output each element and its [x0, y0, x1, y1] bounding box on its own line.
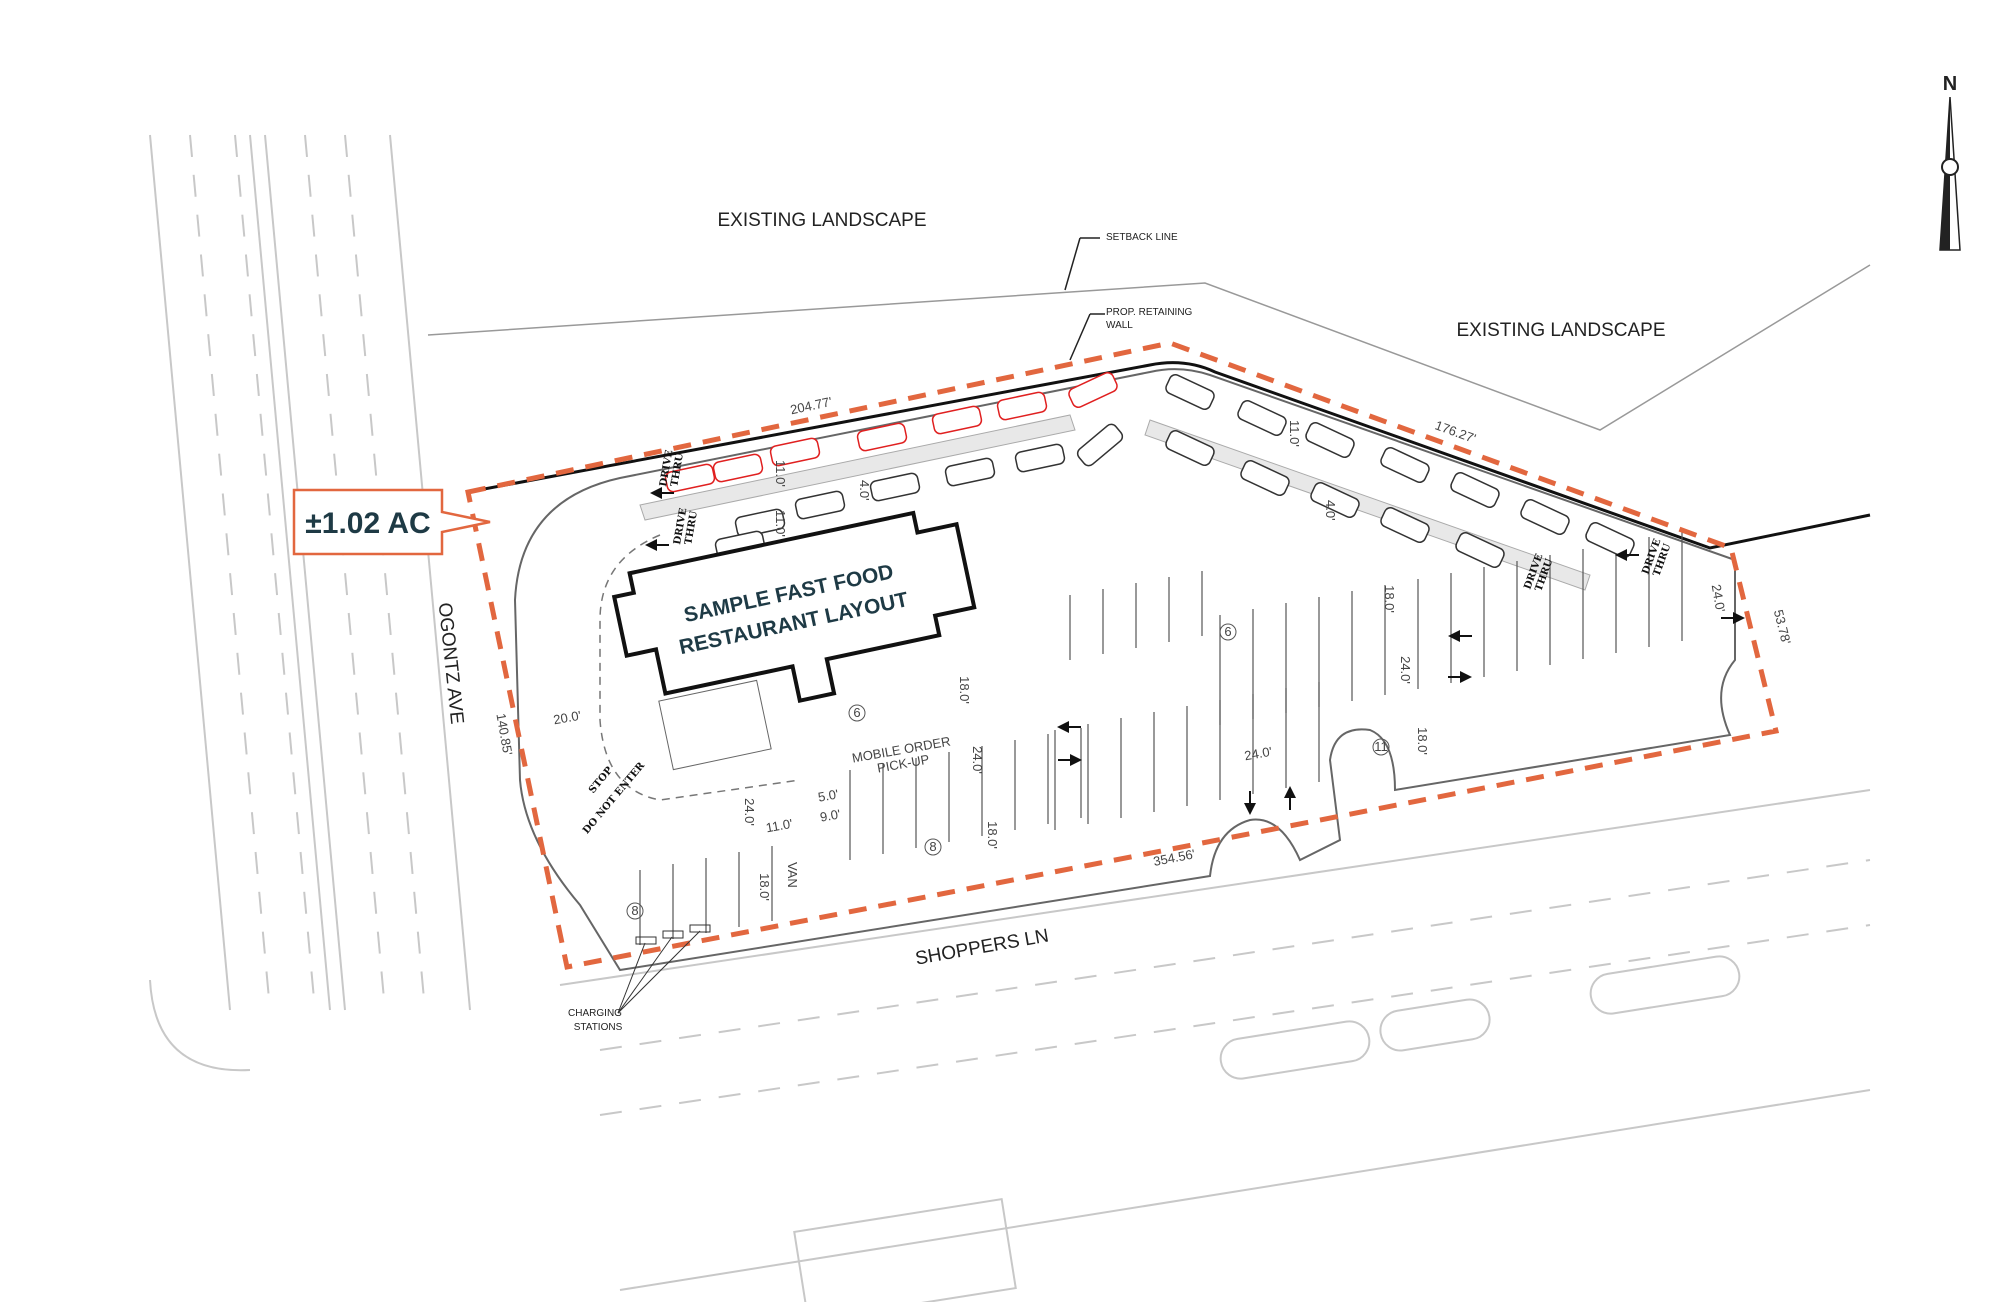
- parked-car: [794, 490, 846, 520]
- traffic-arrow-icon: [1615, 549, 1627, 561]
- shoppers-ln-road: [559, 789, 1871, 1302]
- stall-count-3: 8: [924, 838, 942, 856]
- retaining-wall-label-2: WALL: [1106, 320, 1133, 331]
- patio: [658, 679, 772, 771]
- parked-car: [1305, 422, 1355, 458]
- parked-car: [1014, 443, 1066, 473]
- parked-car: [1237, 400, 1287, 436]
- dim-24e: 24.0': [1709, 583, 1729, 613]
- parking-stalls: [639, 531, 1683, 945]
- dim-18c: 18.0': [985, 821, 1000, 849]
- parked-car: [869, 472, 921, 502]
- dim-11b: 11.0': [773, 460, 788, 487]
- van-label: VAN: [785, 862, 800, 888]
- traffic-arrow-icon: [1057, 721, 1069, 733]
- parked-car: [1240, 460, 1290, 496]
- retaining-wall: [467, 361, 1871, 550]
- queued-car: [856, 422, 908, 452]
- queued-car: [664, 463, 716, 493]
- charging-leaders: [617, 924, 711, 1014]
- restaurant-building: [611, 510, 977, 704]
- landscape-east-label: EXISTING LANDSCAPE: [1456, 320, 1665, 341]
- dim-4a: 4.0': [857, 480, 872, 501]
- acreage-callout: ±1.02 AC: [292, 488, 491, 556]
- dim-11c: 11.0': [773, 510, 788, 537]
- dim-5: 5.0': [817, 786, 840, 804]
- drive-thru-lane: [599, 534, 801, 801]
- traffic-arrow-icon: [1244, 803, 1256, 815]
- queued-car: [1068, 372, 1118, 408]
- parked-car: [1585, 522, 1635, 558]
- retaining-wall-label-1: PROP. RETAINING: [1106, 307, 1193, 318]
- traffic-arrow-icon: [1284, 786, 1296, 798]
- stall-count-text: 8: [929, 839, 936, 854]
- dim-east: 53.78': [1771, 608, 1794, 646]
- charging-label-1: CHARGING: [568, 1008, 622, 1019]
- parked-car: [1310, 482, 1360, 518]
- curb-outline: [513, 368, 1736, 972]
- dim-18e: 18.0': [1415, 727, 1430, 755]
- traffic-arrow-icon: [650, 487, 662, 499]
- parked-car: [1520, 499, 1570, 535]
- dim-9: 9.0': [819, 806, 842, 824]
- landscape-west-label: EXISTING LANDSCAPE: [717, 210, 926, 231]
- dim-18a: 18.0': [757, 873, 772, 901]
- queued-car: [931, 405, 983, 435]
- north-arrow-icon: N: [1939, 73, 1961, 251]
- traffic-arrow-icon: [1448, 630, 1460, 642]
- parked-car: [1450, 472, 1500, 508]
- dim-4b: 4.0': [1323, 500, 1338, 521]
- street-south-label: SHOPPERS LN: [914, 926, 1051, 970]
- parked-car: [1165, 374, 1215, 410]
- queued-car: [712, 453, 764, 483]
- stall-count-2: 8: [626, 902, 644, 920]
- dim-24c: 24.0': [1243, 744, 1273, 764]
- stall-count-5: 11: [1372, 738, 1390, 756]
- setback-line: [427, 237, 1871, 431]
- traffic-arrows: [645, 487, 1745, 815]
- dim-11a: 11.0': [765, 816, 794, 835]
- traffic-arrow-icon: [1460, 671, 1472, 683]
- dim-18b: 18.0': [957, 676, 972, 704]
- traffic-arrow-icon: [645, 539, 657, 551]
- parked-car: [944, 457, 996, 487]
- parked-car: [1455, 532, 1505, 568]
- traffic-arrow-icon: [1070, 754, 1082, 766]
- parked-car: [1165, 430, 1215, 466]
- north-label: N: [1943, 73, 1957, 95]
- queued-car: [769, 437, 821, 467]
- parked-car: [1380, 447, 1430, 483]
- setback-line-label: SETBACK LINE: [1106, 232, 1178, 243]
- dim-24d: 24.0': [1398, 656, 1413, 684]
- stall-count-text: 8: [631, 903, 638, 918]
- traffic-arrow-icon: [1733, 612, 1745, 624]
- ogontz-ave-road: [149, 134, 471, 1072]
- dim-24a: 24.0': [742, 798, 757, 826]
- charging-label-2: STATIONS: [574, 1022, 623, 1033]
- dim-18d: 18.0': [1382, 585, 1397, 613]
- dim-11d: 11.0': [1287, 420, 1302, 447]
- acreage-label: ±1.02 AC: [305, 507, 430, 540]
- queued-car: [996, 391, 1048, 421]
- parked-car: [1380, 507, 1430, 543]
- stall-count-text: 6: [853, 705, 860, 720]
- parked-car: [1076, 423, 1124, 467]
- stall-count-1: 6: [848, 704, 866, 722]
- stall-count-text: 6: [1224, 624, 1231, 639]
- stall-count-4: 6: [1219, 623, 1237, 641]
- dim-24b: 24.0': [970, 746, 985, 774]
- dim-west: 140.85': [493, 712, 515, 756]
- stop-label: STOP: [587, 765, 616, 796]
- stall-count-text: 11: [1374, 739, 1388, 754]
- parked-car: [734, 508, 786, 538]
- dim-20: 20.0': [552, 708, 582, 728]
